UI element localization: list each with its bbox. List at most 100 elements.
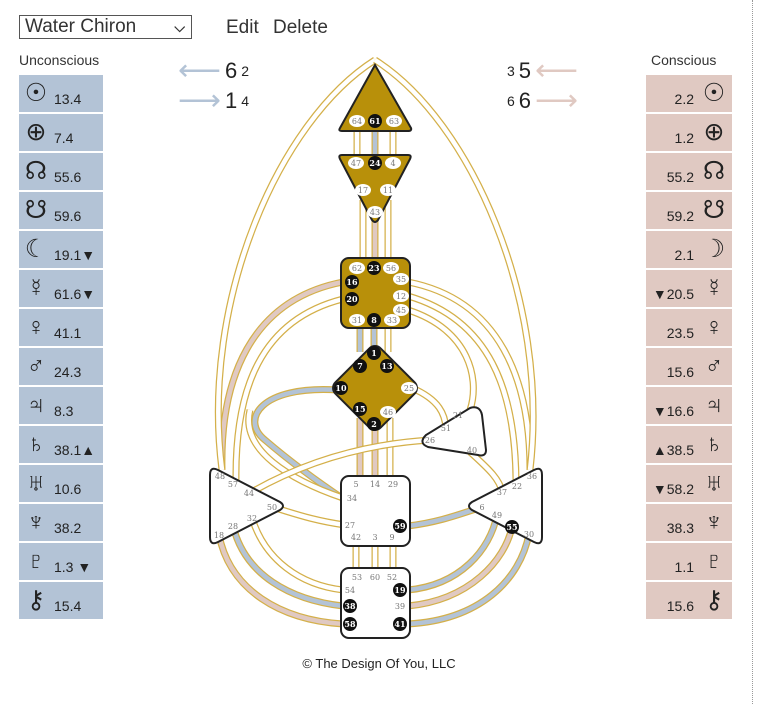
uranus-icon: ♅: [26, 469, 46, 497]
planet-row-saturn[interactable]: ▲38.5 ♄: [646, 426, 732, 463]
moon-icon: ☽: [702, 235, 726, 263]
chiron-icon: ⚷: [704, 586, 724, 614]
gate-24: 24: [369, 158, 381, 168]
gate-52: 52: [387, 573, 397, 582]
gate-18: 18: [214, 531, 224, 540]
gate-8: 8: [371, 315, 377, 325]
gate-12-marker: [393, 290, 409, 302]
gate-47-marker: [348, 157, 364, 169]
moon-icon: ☾: [24, 235, 48, 263]
gate-6: 6: [479, 503, 484, 512]
north-node-icon: ☊: [24, 157, 48, 185]
gate-5: 5: [353, 480, 358, 489]
gate-10: 10: [335, 383, 347, 393]
gate-line-value: 10.6: [54, 480, 82, 497]
gate-9: 9: [389, 533, 394, 542]
planet-row-north-node[interactable]: ☊55.6: [19, 153, 103, 190]
gate-line-value: 1.2: [674, 129, 694, 146]
planet-row-mars[interactable]: ♂24.3: [19, 348, 103, 385]
saturn-icon: ♄: [704, 430, 724, 458]
gate-36: 36: [527, 472, 537, 481]
gate-60: 60: [370, 573, 380, 582]
planet-row-moon[interactable]: ☾19.1▼: [19, 231, 103, 268]
gate-line-value: 15.6: [666, 363, 694, 380]
gate-47: 47: [351, 159, 361, 168]
jupiter-icon: ♃: [26, 391, 46, 419]
planet-row-jupiter[interactable]: ♃ 8.3: [19, 387, 103, 424]
conscious-heading: Conscious: [651, 52, 717, 68]
planet-row-mars[interactable]: 15.6♂: [646, 348, 732, 385]
chart-select[interactable]: Water Chiron⌵: [19, 15, 192, 39]
gate-49: 49: [492, 511, 502, 520]
gate-43-marker: [367, 206, 383, 218]
arrow-right-icon: ⟶: [535, 84, 579, 117]
planet-row-chiron[interactable]: ⚷15.4: [19, 582, 103, 619]
gate-2: 2: [371, 419, 377, 429]
gate-line-value: 13.4: [54, 90, 82, 107]
planet-row-venus[interactable]: ♀41.1: [19, 309, 103, 346]
planet-row-pluto[interactable]: ♇1.3 ▼: [19, 543, 103, 580]
channel-inner: [216, 534, 344, 627]
planet-row-north-node[interactable]: 55.2☊: [646, 153, 732, 190]
gate-26: 26: [425, 436, 435, 445]
planet-row-jupiter[interactable]: ▼16.6♃: [646, 387, 732, 424]
gate-line-value: 8.3: [54, 402, 74, 419]
planet-row-uranus[interactable]: ♅ 10.6: [19, 465, 103, 502]
delete-link[interactable]: Delete: [273, 17, 328, 38]
gate-15: 15: [354, 404, 365, 414]
planet-row-chiron[interactable]: 15.6⚷: [646, 582, 732, 619]
channel-inner: [271, 504, 346, 528]
gate-17-marker: [355, 184, 371, 196]
planet-row-sun[interactable]: ☉13.4: [19, 75, 103, 112]
pluto-icon: ♇: [26, 547, 46, 575]
channel-inner: [233, 296, 344, 481]
planet-row-earth[interactable]: 1.2 ⊕: [646, 114, 732, 151]
arrow-left-icon: ⟵: [535, 54, 579, 87]
planet-row-neptune[interactable]: ♆38.2: [19, 504, 103, 541]
channel-inner: [407, 293, 519, 481]
channel-inner: [407, 514, 500, 593]
gate-19: 19: [394, 585, 406, 595]
gate-50: 50: [267, 503, 277, 512]
planet-row-south-node[interactable]: ☋59.6: [19, 192, 103, 229]
ego-center: [421, 406, 488, 457]
gate-64: 64: [352, 117, 362, 126]
gate-2-defined-marker: [367, 417, 381, 431]
earth-icon: ⊕: [703, 118, 725, 146]
gate-line-value: ▲38.5: [652, 441, 694, 458]
planet-row-mercury[interactable]: ☿61.6▼: [19, 270, 103, 307]
edit-link[interactable]: Edit: [226, 17, 259, 38]
planet-row-mercury[interactable]: ▼20.5☿: [646, 270, 732, 307]
earth-icon: ⊕: [25, 118, 47, 146]
planet-row-moon[interactable]: 2.1☽: [646, 231, 732, 268]
planet-row-earth[interactable]: ⊕7.4: [19, 114, 103, 151]
gate-27: 27: [345, 521, 355, 530]
gate-59-defined-marker: [393, 519, 407, 533]
ajna-center: [338, 154, 412, 223]
planet-row-sun[interactable]: 2.2☉: [646, 75, 732, 112]
throat-center: [340, 257, 411, 329]
gate-48: 48: [215, 472, 225, 481]
gate-44: 44: [244, 489, 254, 498]
planet-row-saturn[interactable]: ♄38.1▲: [19, 426, 103, 463]
gate-line-value: ▼20.5: [652, 285, 694, 302]
planet-row-uranus[interactable]: ▼58.2♅: [646, 465, 732, 502]
gate-62: 62: [352, 264, 362, 273]
gate-61: 61: [369, 116, 380, 126]
sacral-center: [340, 475, 411, 547]
planet-row-venus[interactable]: 23.5♀: [646, 309, 732, 346]
gate-55-defined-marker: [505, 520, 519, 534]
planet-row-south-node[interactable]: 59.2☋: [646, 192, 732, 229]
gate-line-value: 1.1: [674, 558, 694, 575]
gate-56: 56: [386, 264, 396, 273]
planet-row-neptune[interactable]: 38.3♆: [646, 504, 732, 541]
planet-row-pluto[interactable]: 1.1♇: [646, 543, 732, 580]
channel-inner: [216, 58, 377, 471]
gate-8-defined-marker: [367, 313, 381, 327]
channel-inner: [373, 58, 536, 471]
jupiter-icon: ♃: [704, 391, 724, 419]
gate-line-value: 61.6▼: [54, 285, 96, 302]
gate-line-value: 59.6: [54, 207, 82, 224]
